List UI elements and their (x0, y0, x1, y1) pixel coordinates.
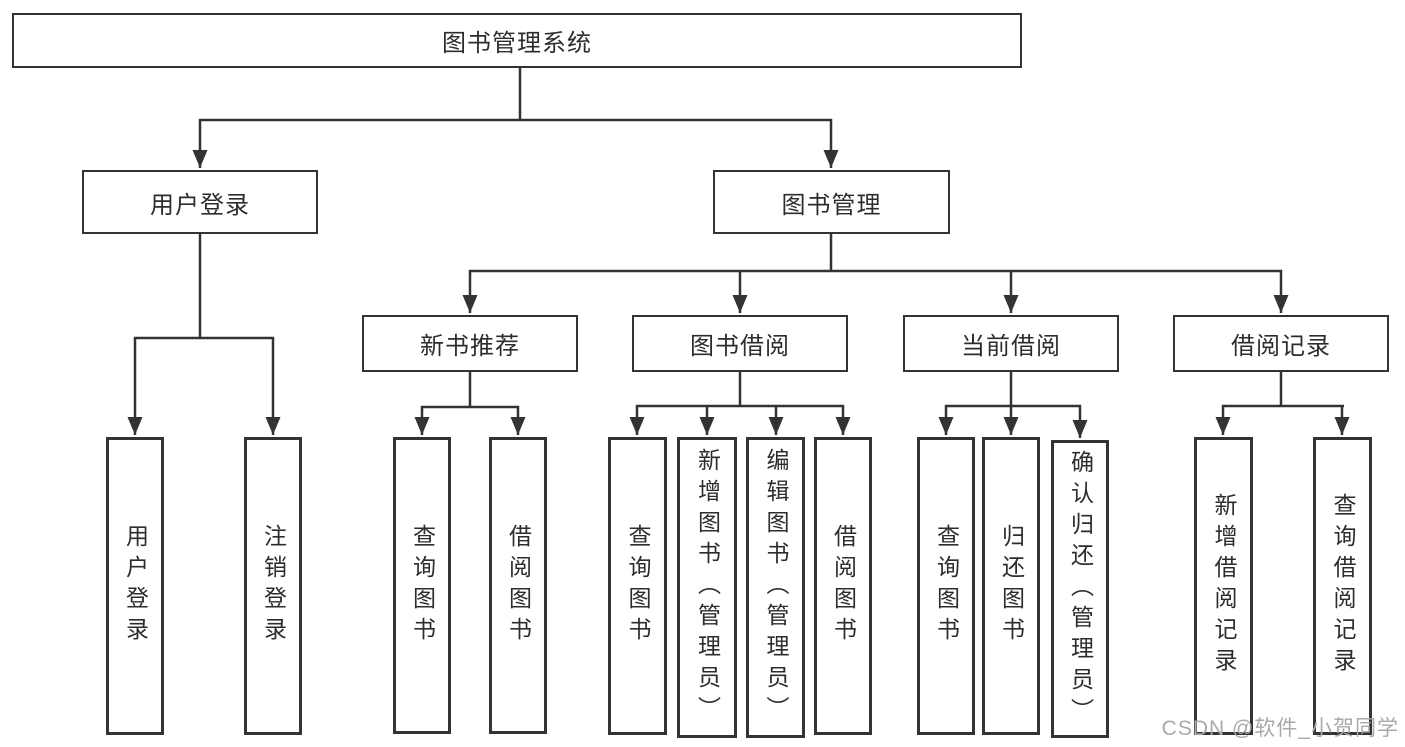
leaf-label: 查询图书 (625, 524, 651, 648)
leaf-label: 编辑图书（管理员） (763, 448, 789, 727)
leaf-label: 注销登录 (260, 524, 287, 648)
leaf-label: 新增借阅记录 (1211, 493, 1237, 679)
connector-borrow-to-leaves (629, 372, 851, 435)
node-user-login: 用户登录 (82, 170, 318, 234)
connector-book-to-level3 (462, 234, 1289, 313)
leaf-add-borrow-record: 新增借阅记录 (1194, 437, 1253, 735)
connector-recommend-to-leaves (414, 372, 526, 435)
connector-current-to-leaves (938, 372, 1088, 438)
leaf-query-borrow-record: 查询借阅记录 (1313, 437, 1372, 735)
leaf-label: 借阅图书 (505, 523, 532, 648)
watermark: CSDN @软件_小贺同学 (1161, 717, 1399, 740)
leaf-borrow-query-books: 查询图书 (608, 437, 667, 735)
leaf-return-books: 归还图书 (982, 437, 1040, 735)
leaf-label: 查询图书 (933, 524, 960, 648)
leaf-recommend-borrow-books: 借阅图书 (489, 437, 547, 734)
leaf-recommend-query-books: 查询图书 (393, 437, 451, 734)
leaf-borrow-books: 借阅图书 (814, 437, 872, 735)
leaf-label: 借阅图书 (830, 524, 857, 648)
leaf-user-login: 用户登录 (106, 437, 164, 735)
leaf-edit-book-admin: 编辑图书（管理员） (746, 437, 805, 738)
leaf-current-query-books: 查询图书 (917, 437, 975, 735)
node-new-book-recommend: 新书推荐 (362, 315, 578, 372)
leaf-add-book-admin: 新增图书（管理员） (677, 437, 737, 738)
connector-records-to-leaves (1215, 372, 1350, 435)
leaf-label: 查询图书 (409, 523, 436, 648)
node-book-management: 图书管理 (713, 170, 950, 234)
leaf-label: 新增图书（管理员） (694, 448, 721, 727)
leaf-label: 确认归还（管理员） (1067, 449, 1094, 729)
connector-root-to-level2 (192, 68, 839, 168)
node-borrow-records: 借阅记录 (1173, 315, 1389, 372)
leaf-logout: 注销登录 (244, 437, 302, 735)
connector-user-to-leaves (127, 234, 281, 435)
node-book-borrow: 图书借阅 (632, 315, 848, 372)
leaf-label: 归还图书 (998, 524, 1025, 648)
leaf-label: 用户登录 (122, 524, 149, 648)
leaf-confirm-return-admin: 确认归还（管理员） (1051, 440, 1109, 738)
node-root: 图书管理系统 (12, 13, 1022, 68)
leaf-label: 查询借阅记录 (1330, 493, 1356, 679)
node-current-borrow: 当前借阅 (903, 315, 1119, 372)
